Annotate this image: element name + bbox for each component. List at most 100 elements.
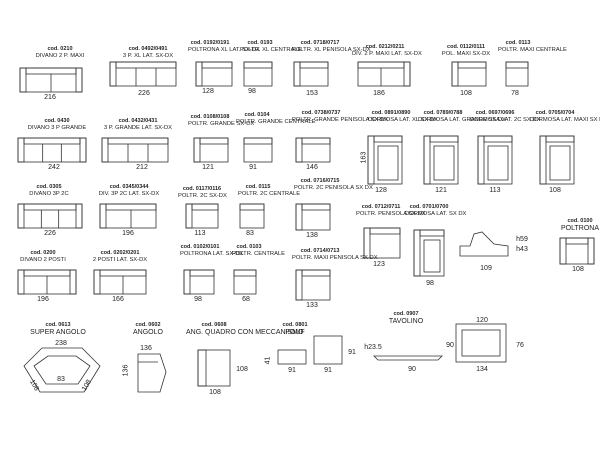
dormosa-0705-drawing <box>539 135 575 185</box>
sofa-0430-drawing <box>17 137 87 163</box>
dim-0697: 113 <box>489 187 501 194</box>
dormosa-0697-part <box>477 135 485 185</box>
sofa-0202-part <box>93 269 101 295</box>
dim-0907-134: 134 <box>476 366 488 373</box>
sofa-0432-part <box>107 137 169 145</box>
dim-0613-238: 238 <box>55 340 67 347</box>
sofa-0112-drawing <box>451 61 487 87</box>
dim-0345: 196 <box>122 230 134 237</box>
sofa-0210-part <box>75 67 83 93</box>
sofa-0712-part <box>363 227 401 259</box>
sofa-0738-part <box>295 137 303 163</box>
sofa-0192-drawing <box>195 61 233 87</box>
dormosa-0705-part <box>539 135 547 185</box>
sofa-0716-drawing <box>295 203 331 231</box>
sofa-0492-part <box>109 61 117 87</box>
sofa-0738-part <box>295 137 331 163</box>
dormosa-0891-part <box>373 135 403 143</box>
dim-profile-h59: h59 <box>516 236 528 243</box>
dormosa-0697-part <box>487 145 509 181</box>
sofa-0202-part <box>99 269 147 277</box>
dim-0202: 166 <box>112 296 124 303</box>
sofa-0718-part <box>293 61 301 87</box>
dormosa-0789-part <box>423 135 459 185</box>
sofa-0212-drawing <box>357 61 411 87</box>
dormosa-0891-part <box>367 135 375 185</box>
sofa-0113-part <box>505 61 529 69</box>
dim-0602-w: 136 <box>140 345 152 352</box>
dim-0701: 98 <box>426 280 434 287</box>
dim-0907-90a: 90 <box>408 366 416 373</box>
sofa-0305-part <box>17 203 83 229</box>
dormosa-0701-part <box>423 239 441 273</box>
dormosa-0701-part <box>419 229 445 237</box>
sofa-0113-drawing <box>505 61 529 87</box>
dim-0608-w: 108 <box>209 389 221 396</box>
angolo-outline <box>137 353 167 393</box>
sofa-0100-part <box>565 237 589 245</box>
dormosa-0891-part <box>367 135 403 185</box>
dim-0608-d: 108 <box>236 366 248 373</box>
dim-0113: 78 <box>511 90 519 97</box>
dim-0801-91a: 91 <box>288 367 296 374</box>
sofa-0716-part <box>301 203 331 211</box>
dim-0200: 196 <box>37 296 49 303</box>
dormosa-0701-part <box>413 229 445 277</box>
angolo-quadro-outline <box>197 349 231 387</box>
angolo-quadro-arm <box>197 349 207 387</box>
dormosa-0701-part <box>413 229 421 277</box>
sofa-0108-part <box>193 137 229 163</box>
sofa-0432-part <box>101 137 109 163</box>
sofa-0108-drawing <box>193 137 229 163</box>
side-profile-drawing <box>459 231 509 257</box>
sofa-0345-part <box>105 203 157 211</box>
dormosa-0697-part <box>483 135 513 143</box>
sofa-0738-part <box>301 137 331 145</box>
sofa-0716-part <box>295 203 331 231</box>
dim-0891-w: 128 <box>375 187 387 194</box>
dormosa-0891-part <box>377 145 399 181</box>
sofa-0112-part <box>451 61 459 87</box>
dormosa-0789-drawing <box>423 135 459 185</box>
dim-0193: 98 <box>248 88 256 95</box>
sofa-0712-drawing <box>363 227 401 259</box>
sofa-0112-part <box>451 61 487 87</box>
sofa-0714-part <box>295 269 331 301</box>
sofa-0305-part <box>23 203 77 211</box>
dormosa-0789-part <box>429 135 459 143</box>
dim-0103: 68 <box>242 296 250 303</box>
dim-0801-91b: 91 <box>348 349 356 356</box>
dormosa-0891-drawing <box>367 135 403 185</box>
sofa-0212-part <box>403 61 411 87</box>
dormosa-0697-drawing <box>477 135 513 185</box>
sofa-0305-drawing <box>17 203 83 229</box>
sofa-0200-part <box>69 269 77 295</box>
sofa-0192-part <box>195 61 203 87</box>
sofa-0100-part <box>559 237 595 265</box>
sofa-0117-part <box>191 203 219 211</box>
sofa-0100-drawing <box>559 237 595 265</box>
sofa-0102-part <box>183 269 191 295</box>
sofa-0492-drawing <box>109 61 177 87</box>
dim-0714: 133 <box>306 302 318 309</box>
sofa-0716-part <box>295 203 303 231</box>
sofa-0108-part <box>193 137 201 163</box>
sofa-0103-part <box>233 269 257 277</box>
sofa-0104-drawing <box>243 137 273 163</box>
sofa-0212-part <box>357 61 405 69</box>
